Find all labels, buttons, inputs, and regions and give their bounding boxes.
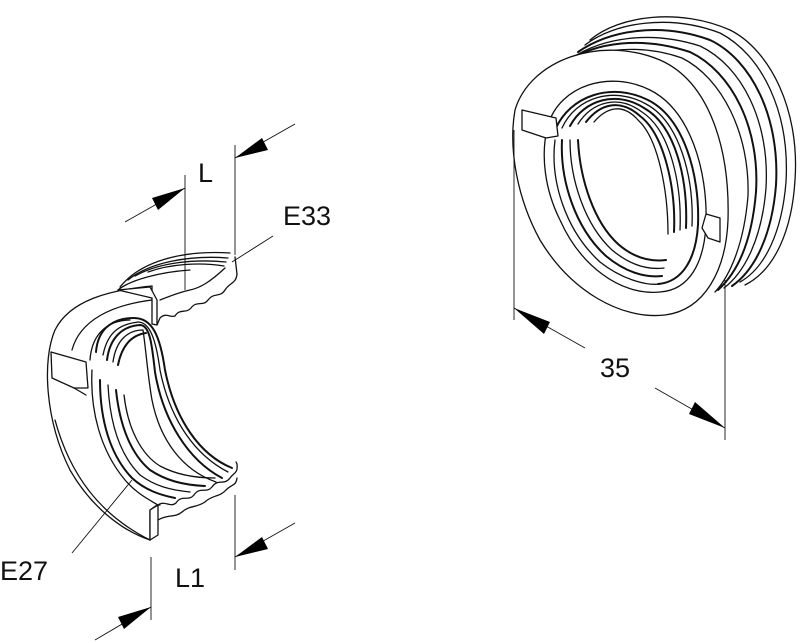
- dimension-L1: [94, 495, 296, 641]
- label-L: L: [198, 158, 214, 188]
- label-E27: E27: [0, 556, 49, 586]
- dimension-35: [513, 130, 726, 440]
- leader-E33: [231, 235, 274, 263]
- label-L1: L1: [175, 563, 206, 593]
- dimension-L: [124, 123, 296, 290]
- label-dimension-35: 35: [600, 353, 631, 383]
- perspective-view: [512, 16, 797, 317]
- leader-E27: [71, 479, 133, 554]
- sectional-view: [46, 251, 238, 541]
- label-E33: E33: [283, 201, 332, 231]
